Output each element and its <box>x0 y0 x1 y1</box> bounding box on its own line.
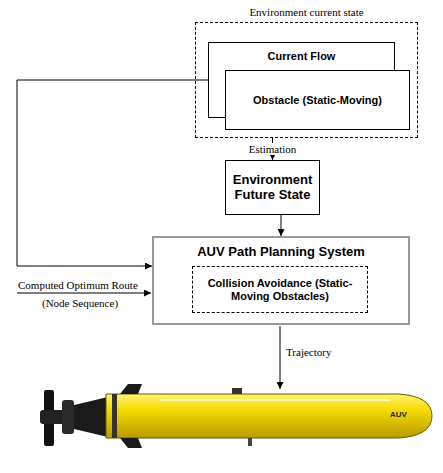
input-label: Computed Optimum Route <box>18 279 138 291</box>
node-label: AUV Path Planning System <box>197 245 365 260</box>
node-label: Obstacle (Static-Moving) <box>253 94 382 107</box>
process-box: Environment Future State <box>225 160 320 215</box>
route-input-arrow <box>17 293 151 294</box>
auv-illustration <box>40 384 432 448</box>
group-title: Environment current state <box>196 6 417 19</box>
input-label: (Node Sequence) <box>42 297 118 309</box>
state-group-box: Environment current stateCurrent FlowObs… <box>195 22 418 138</box>
arrow-label: Trajectory <box>286 346 331 358</box>
subsystem-box: Collision Avoidance (Static-Moving Obsta… <box>192 266 368 313</box>
connector-arrow <box>281 215 282 236</box>
node-label: Environment Future State <box>229 173 316 203</box>
process-box: Obstacle (Static-Moving) <box>225 70 410 130</box>
node-label: Collision Avoidance (Static-Moving Obsta… <box>207 277 353 302</box>
system-box: AUV Path Planning SystemCollision Avoida… <box>152 236 410 325</box>
edge-label: Estimation <box>247 143 299 155</box>
node-label: Current Flow <box>268 50 336 63</box>
vehicle-marking: AUV <box>390 411 407 420</box>
trajectory-arrow <box>280 326 281 389</box>
